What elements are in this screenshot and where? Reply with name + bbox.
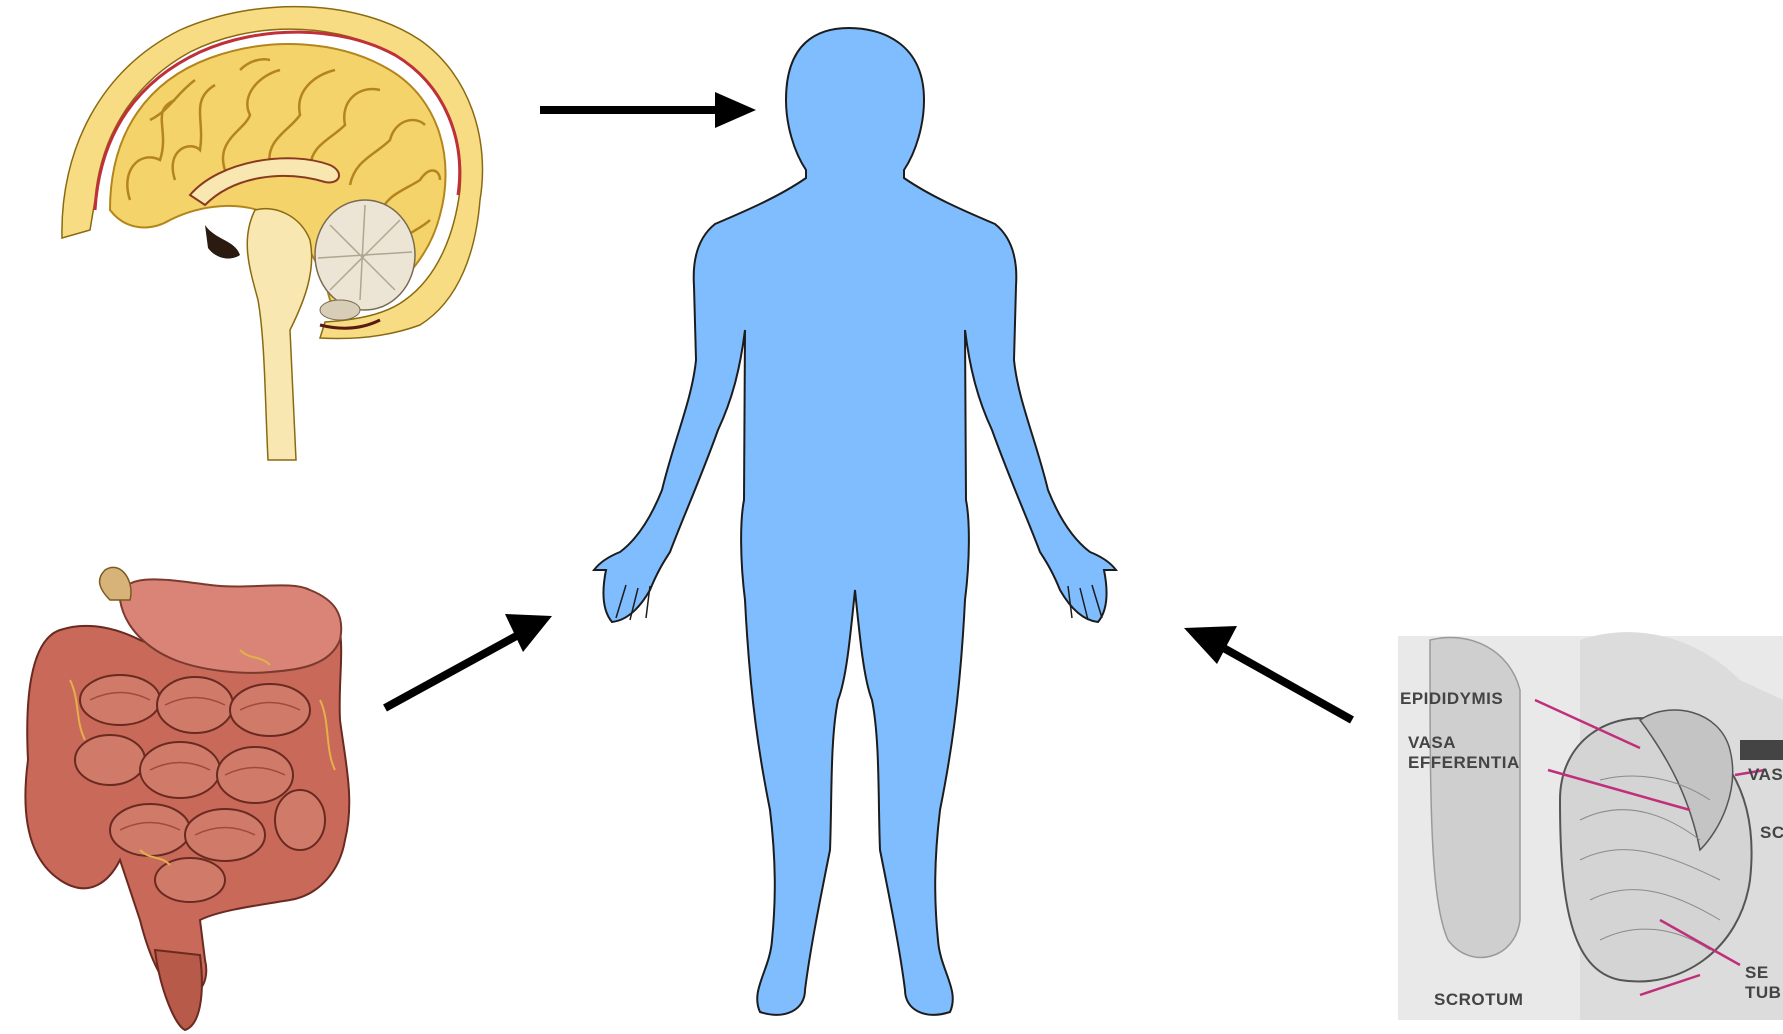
brainstem bbox=[247, 209, 311, 460]
label-efferentia: EFFERENTIA bbox=[1408, 753, 1520, 772]
label-epididymis: EPIDIDYMIS bbox=[1400, 689, 1503, 708]
arrow-testis-to-body bbox=[1184, 626, 1352, 720]
label-sc-partial: SC bbox=[1760, 823, 1783, 842]
brain-sagittal-icon bbox=[62, 7, 483, 460]
label-vas-partial: VAS bbox=[1748, 765, 1783, 784]
cerebellum bbox=[315, 200, 415, 320]
arrow-brain-to-body bbox=[540, 92, 756, 128]
human-body-outline bbox=[594, 28, 1116, 1015]
label-vasa: VASA bbox=[1408, 733, 1456, 752]
label-scrotum: SCROTUM bbox=[1434, 990, 1523, 1009]
label-tub-partial: TUB bbox=[1745, 983, 1781, 1002]
label-se-partial: SE bbox=[1745, 963, 1769, 982]
human-body-silhouette-icon bbox=[594, 28, 1116, 1015]
arrow-intestines-to-body bbox=[385, 614, 552, 708]
digestive-tract-icon bbox=[25, 567, 349, 1030]
testis-anatomy-icon: EPIDIDYMIS VASA EFFERENTIA SCROTUM VAS S… bbox=[1398, 632, 1783, 1020]
